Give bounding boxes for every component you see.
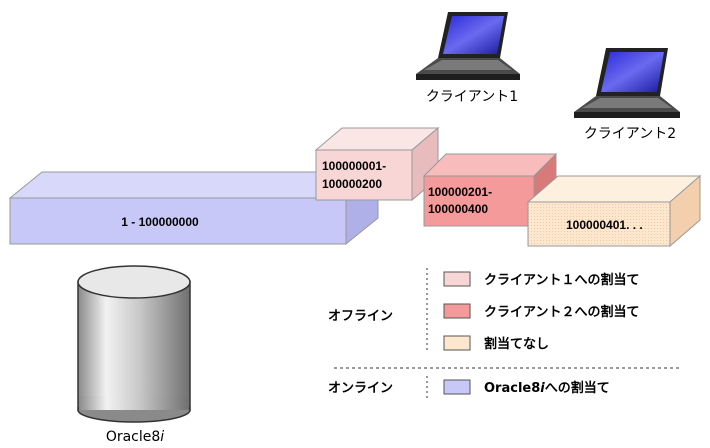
laptop-icon	[416, 12, 520, 80]
range-block-oracle: 1 - 100000000	[8, 170, 380, 246]
legend-item-label: 割当てなし	[484, 336, 549, 352]
client2-label: クライアント2	[584, 126, 676, 142]
legend-item-oracle: Oracle8iへの割当て	[443, 379, 610, 396]
legend-item-label: クライアント１への割当て	[484, 272, 639, 288]
legend-swatch	[443, 303, 471, 319]
client1-label: クライアント1	[426, 89, 518, 105]
range-oracle-label: 1 - 100000000	[121, 215, 199, 229]
client1-laptop: クライアント1	[416, 12, 520, 105]
range-client2-line1: 100000201-	[428, 185, 492, 199]
legend-swatch	[443, 335, 471, 351]
database-label: Oracle8i	[106, 429, 164, 445]
range-block-unassigned: 100000401. . .	[526, 174, 702, 248]
range-client2-line2: 100000400	[428, 202, 488, 216]
database-label-main: Oracle8	[106, 429, 160, 445]
laptop-icon	[574, 48, 680, 118]
legend-swatch	[443, 379, 471, 395]
legend-item-label-suffix: i	[540, 381, 545, 396]
legend: オフライン オンライン クライアント１への割当て クライアント２への割当て 割当…	[328, 268, 680, 400]
legend-item-label-main: Oracle8	[484, 381, 540, 396]
legend-item-label-rest: への割当て	[545, 380, 610, 396]
range-client1-line2: 100000200	[322, 177, 382, 191]
range-block-client1: 100000001- 100000200	[314, 126, 440, 202]
legend-online-label: オンライン	[328, 381, 393, 396]
legend-item-label: クライアント２への割当て	[484, 304, 639, 320]
database-label-suffix: i	[160, 429, 164, 445]
legend-swatch	[443, 271, 471, 287]
legend-item-label: Oracle8iへの割当て	[484, 380, 610, 396]
legend-offline-label: オフライン	[328, 309, 393, 324]
client2-laptop: クライアント2	[574, 48, 680, 142]
database-cylinder-icon	[77, 265, 191, 423]
legend-item-unassigned: 割当てなし	[443, 335, 549, 352]
legend-item-client2: クライアント２への割当て	[443, 303, 639, 320]
oracle-database: Oracle8i	[77, 265, 191, 445]
legend-item-client1: クライアント１への割当て	[443, 271, 639, 288]
range-client1-line1: 100000001-	[322, 159, 386, 173]
range-unassigned-label: 100000401. . .	[566, 218, 643, 232]
